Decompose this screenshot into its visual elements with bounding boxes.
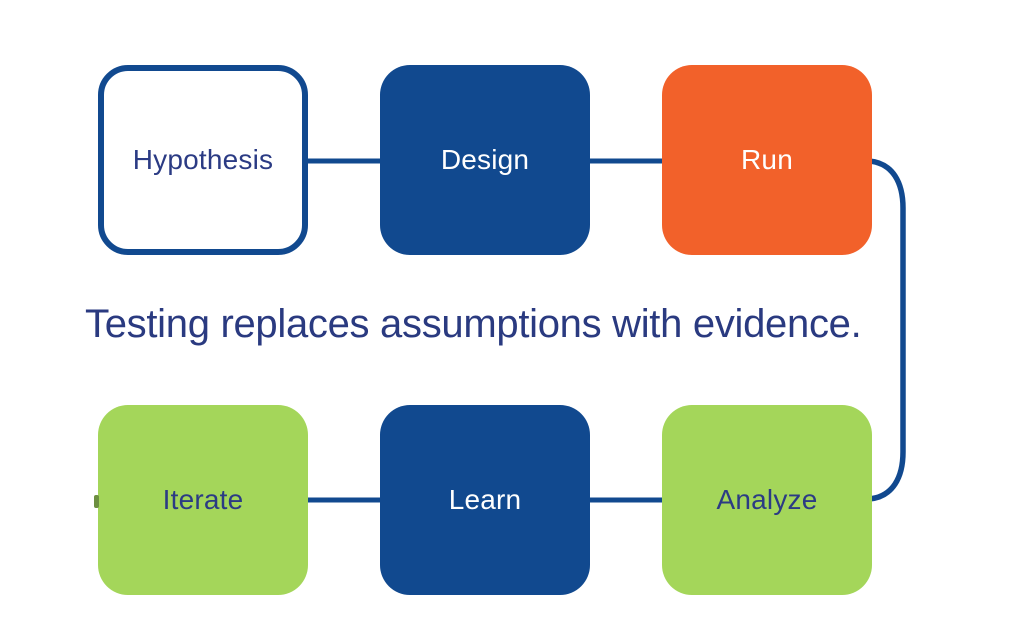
node-run: Run <box>662 65 872 255</box>
connector-run-analyze <box>868 158 906 502</box>
node-run-label: Run <box>741 144 793 175</box>
node-analyze-label: Analyze <box>716 484 818 515</box>
node-hypothesis-label: Hypothesis <box>132 144 274 175</box>
node-analyze: Analyze <box>662 405 872 595</box>
node-learn: Learn <box>380 405 590 595</box>
node-hypothesis: Hypothesis <box>98 65 308 255</box>
node-learn-label: Learn <box>448 484 522 515</box>
iterate-edge-notch <box>94 495 99 508</box>
node-design: Design <box>380 65 590 255</box>
node-design-label: Design <box>440 144 530 175</box>
diagram-caption: Testing replaces assumptions with eviden… <box>85 302 862 346</box>
node-iterate: Iterate <box>98 405 308 595</box>
node-iterate-label: Iterate <box>162 484 244 515</box>
